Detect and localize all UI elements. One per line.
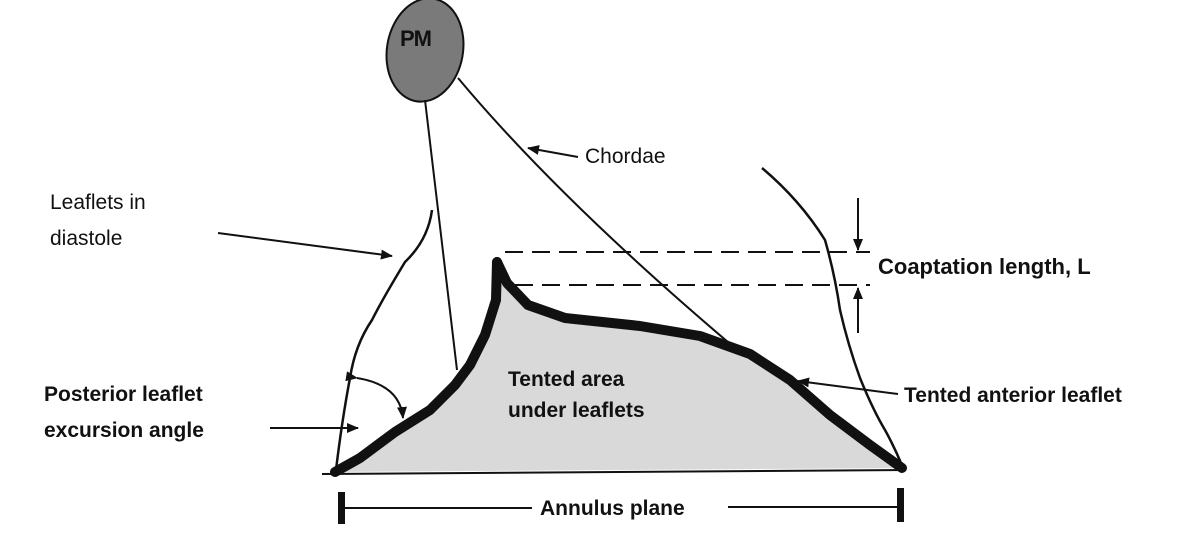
chordae-anterior bbox=[457, 77, 736, 349]
coaptation-length-label: Coaptation length, L bbox=[878, 254, 1091, 279]
tented-posterior-leaflet bbox=[330, 257, 502, 477]
anterior-leaflet-diastole bbox=[761, 167, 905, 469]
chordae-posterior bbox=[424, 99, 458, 371]
chordae-label: Chordae bbox=[585, 145, 666, 168]
tented-anterior-pointer bbox=[797, 377, 899, 395]
tented-area-label-line2: under leaflets bbox=[508, 399, 645, 422]
leaflets-diastole-label-line2: diastole bbox=[50, 227, 123, 250]
leaflets-diastole-label-line1: Leaflets in bbox=[50, 191, 146, 214]
posterior-excursion-label-line2: excursion angle bbox=[44, 419, 204, 442]
posterior-leaflet-diastole bbox=[334, 209, 434, 471]
annulus-left-tick bbox=[338, 492, 345, 524]
tented-area-fill bbox=[335, 262, 902, 472]
annulus-baseline bbox=[321, 469, 907, 475]
tented-area-label-line1: Tented area bbox=[508, 368, 625, 391]
posterior-excursion-label-line1: Posterior leaflet bbox=[44, 383, 203, 406]
tented-anterior-leaflet bbox=[492, 257, 907, 473]
annulus-plane-label: Annulus plane bbox=[540, 497, 685, 520]
chordae-pointer bbox=[527, 145, 579, 158]
tented-anterior-leaflet-label: Tented anterior leaflet bbox=[904, 384, 1122, 407]
pm-label: PM bbox=[400, 26, 432, 51]
leaflets-diastole-pointer bbox=[217, 232, 393, 260]
papillary-muscle bbox=[385, 0, 465, 103]
excursion-angle-arc bbox=[345, 371, 407, 419]
annulus-right-tick bbox=[897, 488, 904, 522]
